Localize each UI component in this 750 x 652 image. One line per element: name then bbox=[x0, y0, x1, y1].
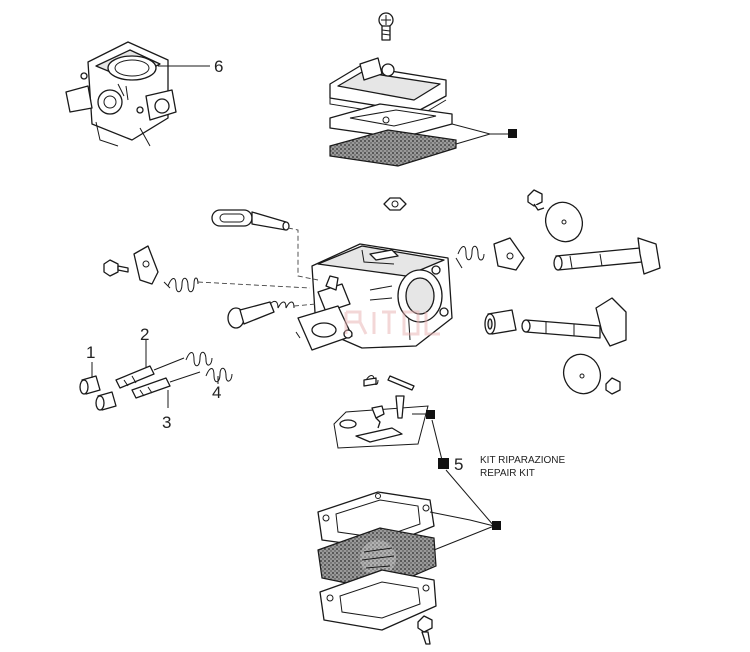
spring-small bbox=[163, 277, 199, 293]
throttle-lever-small bbox=[493, 237, 525, 271]
spring-right bbox=[455, 245, 485, 269]
lower-gasket-bottom bbox=[319, 569, 437, 631]
inlet-group-marker bbox=[426, 410, 435, 419]
repair-kit-label-en: REPAIR KIT bbox=[480, 468, 535, 479]
callout-5: 5 bbox=[454, 455, 463, 474]
callout-2: 2 bbox=[140, 325, 149, 344]
spring-dashline bbox=[197, 281, 311, 289]
link-dashline bbox=[287, 227, 319, 281]
repair-kit-label-it: KIT RIPARAZIONE bbox=[480, 455, 566, 466]
choke-shaft bbox=[521, 297, 627, 347]
hex-nut bbox=[383, 197, 407, 211]
needle-low bbox=[131, 371, 201, 399]
top-group-leader bbox=[451, 123, 510, 145]
assembled-carburetor bbox=[65, 41, 177, 147]
kit-marker bbox=[438, 458, 449, 469]
gasket-leader bbox=[429, 511, 495, 551]
callout-4: 4 bbox=[212, 383, 221, 402]
kit-leader-upper bbox=[431, 419, 443, 461]
callout-6: 6 bbox=[214, 57, 223, 76]
idle-screw-dashline bbox=[293, 303, 317, 307]
screw-upper-right bbox=[527, 189, 545, 211]
callout-1: 1 bbox=[86, 343, 95, 362]
throttle-shaft bbox=[553, 237, 661, 275]
top-cover-group bbox=[329, 12, 457, 167]
limiter-caps bbox=[79, 375, 117, 411]
throttle-disc-upper bbox=[544, 201, 584, 243]
screw-lower-right bbox=[605, 377, 621, 395]
top-group-marker bbox=[508, 129, 517, 138]
choke-disc-lower bbox=[562, 353, 602, 395]
idle-screw bbox=[227, 300, 295, 329]
callout-3: 3 bbox=[162, 413, 171, 432]
inlet-needle-group bbox=[333, 375, 429, 449]
needle-springs bbox=[185, 351, 233, 383]
watermark-logo bbox=[344, 310, 440, 336]
needle-high bbox=[115, 357, 185, 389]
choke-link-rod bbox=[211, 209, 290, 231]
gasket-marker bbox=[492, 521, 501, 530]
bushing bbox=[484, 309, 517, 335]
bottom-screw bbox=[417, 615, 433, 645]
kit-leader-lower bbox=[445, 469, 495, 527]
bracket-and-screw bbox=[103, 245, 159, 285]
